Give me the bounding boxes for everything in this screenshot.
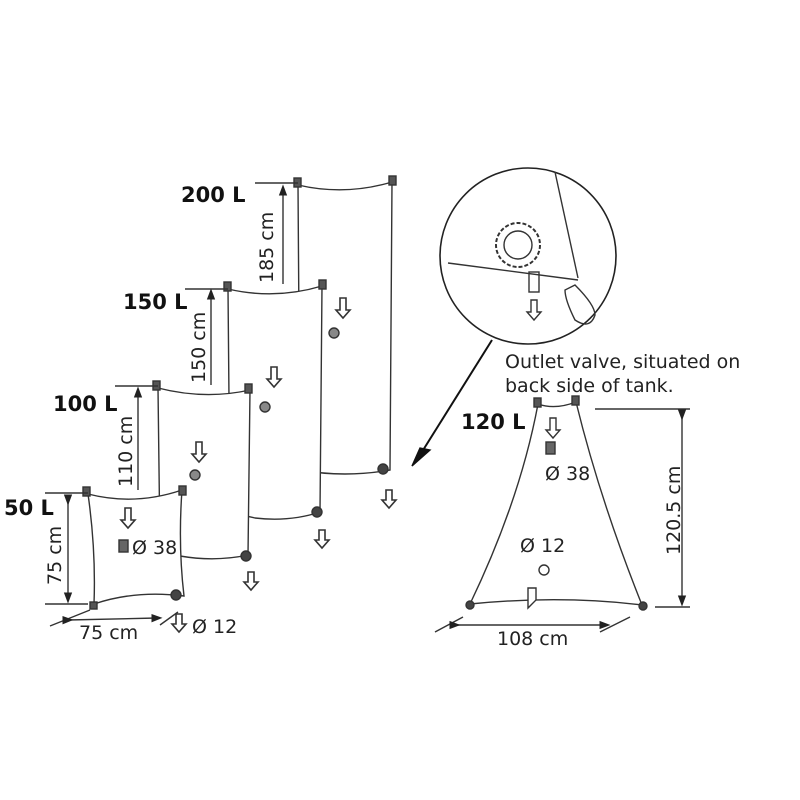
- outlet-diameter-label-120l: Ø 12: [520, 535, 566, 557]
- outlet-diameter-label-50l: Ø 12: [192, 616, 238, 638]
- volume-label-200l: 200 L: [181, 183, 246, 207]
- callout-line-1: Outlet valve, situated on: [505, 351, 741, 373]
- width-label-50l: 75 cm: [79, 622, 139, 644]
- height-label-150l: 150 cm: [188, 311, 210, 383]
- inlet-diameter-label-50l: Ø 38: [132, 537, 178, 559]
- volume-label-50l: 50 L: [4, 496, 54, 520]
- callout-text: Outlet valve, situated on back side of t…: [505, 350, 740, 398]
- tank-120l: [465, 395, 648, 611]
- height-label-200l: 185 cm: [256, 211, 278, 283]
- volume-label-120l: 120 L: [461, 410, 526, 434]
- width-label-120l: 108 cm: [497, 628, 569, 650]
- callout-line-2: back side of tank.: [505, 375, 674, 397]
- height-label-100l: 110 cm: [115, 415, 137, 487]
- tank-50l: [82, 485, 187, 610]
- height-label-120l: 120.5 cm: [663, 465, 685, 555]
- height-label-50l: 75 cm: [44, 525, 66, 585]
- volume-label-100l: 100 L: [53, 392, 118, 416]
- volume-label-150l: 150 L: [123, 290, 188, 314]
- inlet-diameter-label-120l: Ø 38: [545, 463, 591, 485]
